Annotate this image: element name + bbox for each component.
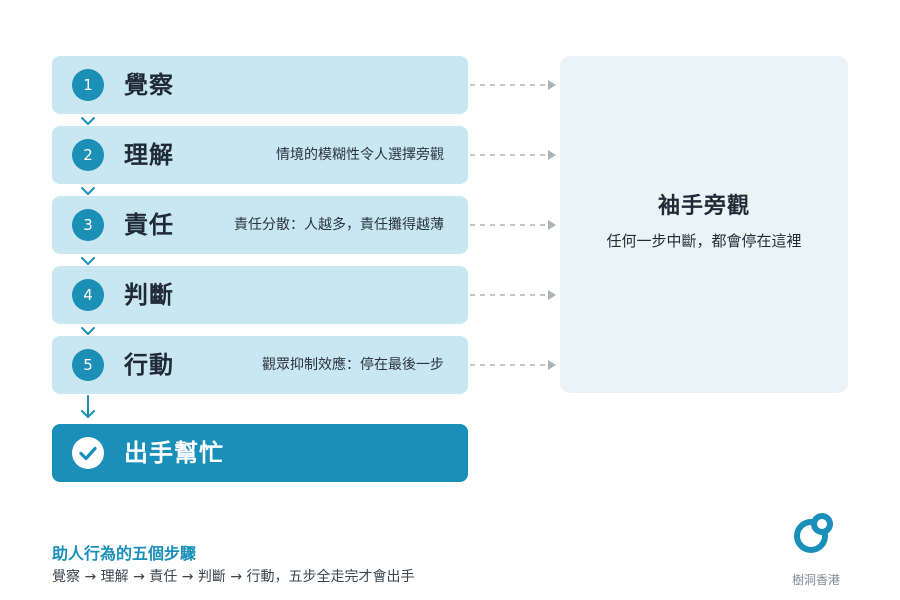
step-responsibility: 3 責任 責任分散：人越多，責任攤得越薄	[52, 196, 468, 254]
step-label: 行動	[124, 351, 174, 379]
step-number-badge: 3	[72, 209, 104, 241]
chevron-down-icon	[81, 257, 95, 265]
check-icon	[72, 437, 104, 469]
step-note: 責任分散：人越多，責任攤得越薄	[234, 217, 444, 233]
step-label: 責任	[124, 211, 174, 239]
chevron-down-icon	[81, 117, 95, 125]
arrow-head-icon	[548, 290, 556, 300]
down-arrow-head-icon	[81, 410, 95, 418]
step-note: 情境的模糊性令人選擇旁觀	[276, 147, 444, 163]
step-action: 5 行動 觀眾抑制效應：停在最後一步	[52, 336, 468, 394]
step-label: 理解	[124, 141, 174, 169]
chevron-down-icon	[81, 327, 95, 335]
step-number-badge: 5	[72, 349, 104, 381]
arrow-head-icon	[548, 220, 556, 230]
footer-subtitle: 覺察 → 理解 → 責任 → 判斷 → 行動，五步全走完才會出手	[52, 569, 415, 585]
brand-name: 樹洞香港	[791, 573, 840, 587]
final-label: 出手幫忙	[124, 439, 224, 467]
arrow-head-icon	[548, 150, 556, 160]
step-understanding: 2 理解 情境的模糊性令人選擇旁觀	[52, 126, 468, 184]
footer-title: 助人行為的五個步驟	[52, 544, 197, 563]
step-judgement: 4 判斷	[52, 266, 468, 324]
bystander-subtitle: 任何一步中斷，都會停在這裡	[606, 232, 802, 250]
arrow-head-icon	[548, 360, 556, 370]
step-number-badge: 4	[72, 279, 104, 311]
arrow-head-icon	[548, 80, 556, 90]
bystander-box: 袖手旁觀 任何一步中斷，都會停在這裡	[560, 56, 848, 393]
step-label: 覺察	[124, 71, 174, 99]
step-note: 觀眾抑制效應：停在最後一步	[262, 357, 444, 373]
bystander-title: 袖手旁觀	[657, 194, 750, 219]
step-number-badge: 1	[72, 69, 104, 101]
step-label: 判斷	[124, 281, 174, 309]
step-awareness: 1 覺察	[52, 56, 468, 114]
chevron-down-icon	[81, 187, 95, 195]
final-outcome-help: 出手幫忙	[52, 424, 468, 482]
treehole-logo-icon	[794, 513, 833, 553]
step-number-badge: 2	[72, 139, 104, 171]
